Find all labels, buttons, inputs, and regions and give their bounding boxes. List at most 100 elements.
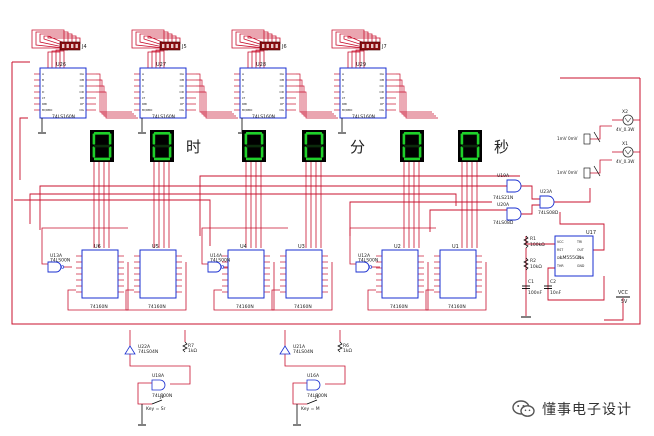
timer-ref: U17 [586,230,596,236]
gate-part: 74LS08D [538,210,559,216]
pin-label: GND [577,264,585,268]
pin-label: A [142,72,145,76]
connector-pin [275,44,278,48]
wire [143,35,177,49]
segment-b [476,133,480,145]
inverter-ref: U21A [293,344,306,350]
segment-c [108,146,112,158]
switch-key: Key = M [301,406,320,412]
decoder-u28: J6U28ABCDLTRBIBI/RBOOAOBOCODOEOFOG74LS16… [238,41,287,134]
wire [296,91,338,119]
wire [339,33,373,49]
connector-pin [75,44,78,48]
header-connector [159,41,181,51]
wire [559,212,605,251]
pin-label: B [142,78,144,82]
header-connector [59,41,81,51]
decoder-part: 74LS160N [52,114,75,120]
gate-part: 74LS21N [493,195,513,201]
relay-label: 1mV 0mV [557,136,578,141]
pin-label: OA [180,72,185,76]
wire [199,175,520,236]
counter-part: 74160N [148,304,166,310]
switch-lever [151,399,163,405]
switch-lever [306,399,318,405]
connector-pin [375,44,378,48]
connector-ref: J6 [281,44,287,50]
and-gate-u20a [506,207,522,221]
wire [521,204,540,215]
pin-label: D [142,90,145,94]
pin-label: C [142,84,144,88]
segment-a [94,132,110,135]
buzzer-rating: 4V_0.3W [616,127,634,132]
wire [131,29,165,49]
counter-body [381,249,419,299]
pin-label: RBI [342,102,347,106]
wire [196,73,232,113]
counter-ref: U4 [240,244,247,250]
segment-d [94,157,110,161]
segment-e [92,146,96,158]
inverter-ref: U22A [138,344,151,350]
gate-body [47,261,62,273]
switch-ref: J2 [159,394,164,400]
pin-label: CON [577,256,585,260]
wire [96,85,136,117]
gate-body [207,261,222,273]
wire [429,209,507,232]
segment-c [320,146,324,158]
wire [39,185,520,230]
counter-body [285,249,323,299]
wire [43,35,77,49]
segment-b [108,133,112,145]
wire [196,85,236,117]
pin-label: OB [180,78,184,82]
pin-label: OA [80,72,85,76]
pin-label: BI/RBO [242,108,253,112]
pin-label: RBI [142,102,147,106]
pin-label: OE [380,96,384,100]
counter-part: 74160N [294,304,312,310]
pin-label: OB [280,78,284,82]
wire [11,62,641,325]
wire [47,35,81,49]
seven-segment-display [150,130,174,162]
connector-pin [175,44,178,48]
pin-label: BI/RBO [42,108,53,112]
decoder-body [139,67,187,119]
connector-pin [171,44,174,48]
resistor-value: 100kΩ [530,242,545,248]
wire [396,73,432,113]
buzzer-ref: X2 [622,109,628,115]
wire [296,73,332,113]
segment-a [462,132,478,135]
gate-part: 74LS00N [358,258,378,264]
connector-pin [166,44,169,48]
counter-body [227,249,265,299]
wire [547,267,605,301]
cap-value: 100nF [528,290,542,296]
pin-label: C [42,84,44,88]
segment-e [402,146,406,158]
inverter-part: 74LS04N [293,349,313,355]
pin-label: OG [379,108,384,112]
cap-value: 10nF [550,290,562,296]
counter-body [439,249,477,299]
pin-label: D [242,90,245,94]
counter-part: 74160N [448,304,466,310]
wire [349,227,436,265]
resistor-symbol [523,257,529,271]
segment-b [260,133,264,145]
header-connector [359,41,381,51]
timer-555: U17VCCRSTDISTHRTRIOUTCONGNDLM555CNR1100k… [521,230,596,318]
gate-ref: U14A [210,253,223,259]
segment-a [306,132,322,135]
pin-label: C [242,84,244,88]
wire [39,33,73,49]
